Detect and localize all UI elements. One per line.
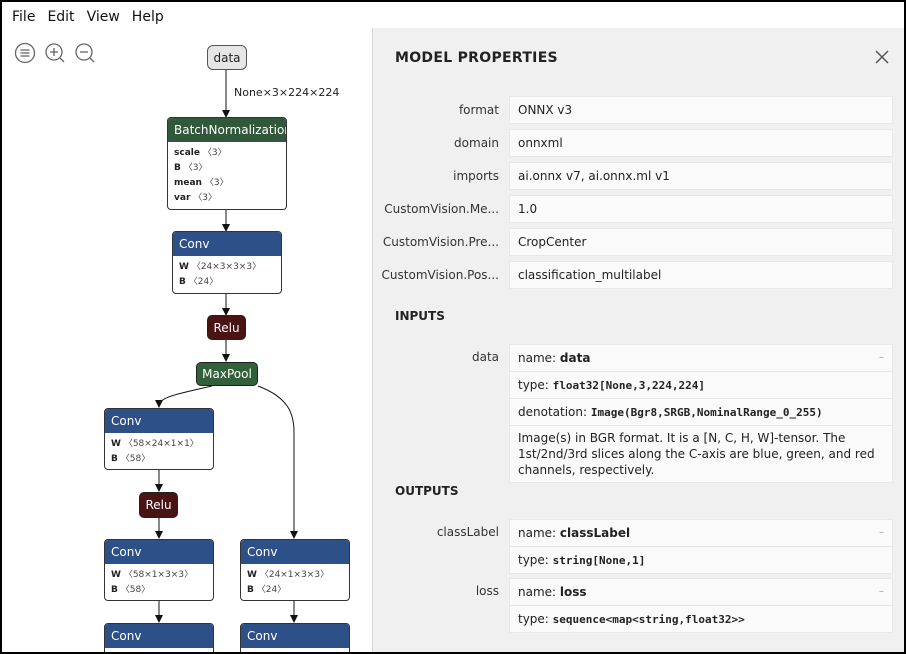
output-type-row: type: string[None,1] [518, 553, 646, 567]
graph-toolbar [14, 42, 96, 64]
op-label: Relu [145, 498, 172, 512]
input-name-row[interactable]: name: data– [510, 345, 892, 372]
menu-help[interactable]: Help [131, 9, 164, 25]
model-properties-panel: MODEL PROPERTIES format ONNX v3 domain o… [372, 28, 904, 652]
collapse-icon[interactable]: – [879, 352, 884, 363]
inputs-section-title: INPUTS [395, 309, 445, 323]
node-attr-row: B 〈58〉 [111, 585, 151, 595]
property-value: 1.0 [518, 202, 538, 216]
node-relu-2[interactable]: Relu [139, 492, 178, 518]
menu-edit[interactable]: Edit [47, 9, 75, 25]
menu-file[interactable]: File [12, 9, 36, 25]
node-attr-row: W 〈58×24×1×1〉 [111, 439, 199, 449]
node-title: Conv [105, 624, 213, 648]
property-value-box: CropCenter [509, 228, 893, 256]
collapse-icon[interactable]: – [879, 527, 884, 538]
node-conv-1[interactable]: Conv W 〈24×3×3×3〉 B 〈24〉 [172, 231, 282, 294]
input-node-label: data [213, 50, 241, 65]
output-name-row[interactable]: name: loss– [510, 579, 892, 606]
op-label: MaxPool [202, 367, 252, 381]
property-value: ai.onnx v7, ai.onnx.ml v1 [518, 169, 670, 183]
output-detail-box: name: classLabel– type: string[None,1] [509, 519, 893, 574]
node-title: Conv [105, 540, 213, 564]
panel-title: MODEL PROPERTIES [395, 50, 558, 66]
menu-bar: File Edit View Help [2, 2, 170, 32]
list-icon[interactable] [14, 42, 36, 64]
collapse-icon[interactable]: – [879, 586, 884, 597]
node-title: BatchNormalization [168, 118, 286, 142]
input-denotation-row: denotation: Image(Bgr8,SRGB,NominalRange… [510, 399, 892, 426]
input-type-row: type: float32[None,3,224,224] [510, 372, 892, 399]
property-label: imports [453, 169, 499, 183]
property-value-box: onnxml [509, 129, 893, 157]
graph-edges [155, 70, 298, 623]
output-type-row: type: sequence<map<string,float32>> [518, 612, 745, 626]
property-value: classification_multilabel [518, 268, 662, 282]
zoom-in-icon[interactable] [44, 42, 66, 64]
node-attr-row: B 〈24〉 [247, 585, 287, 595]
menu-view[interactable]: View [86, 9, 120, 25]
output-name-row[interactable]: name: classLabel– [510, 520, 892, 547]
property-label: domain [454, 136, 499, 150]
node-attr-row: mean 〈3〉 [174, 178, 229, 188]
node-attr-row: W 〈24×3×3×3〉 [179, 262, 262, 272]
node-attr-row: B 〈58〉 [111, 454, 151, 464]
output-label: loss [475, 584, 499, 598]
node-title: Conv [241, 540, 349, 564]
input-detail-box: name: data– type: float32[None,3,224,224… [509, 344, 893, 483]
node-maxpool[interactable]: MaxPool [196, 362, 258, 386]
node-conv-2[interactable]: Conv W 〈58×24×1×1〉 B 〈58〉 [104, 408, 214, 470]
node-attr-row: W 〈24×1×3×3〉 [247, 570, 330, 580]
property-label: format [458, 103, 499, 117]
node-attr-row: W 〈58×1×3×3〉 [111, 570, 194, 580]
property-value: onnxml [518, 136, 563, 150]
node-conv-5[interactable]: Conv [104, 623, 214, 652]
node-conv-6[interactable]: Conv [240, 623, 350, 652]
input-description: Image(s) in BGR format. It is a [N, C, H… [518, 431, 875, 477]
property-value-box: classification_multilabel [509, 261, 893, 289]
property-value: ONNX v3 [518, 103, 573, 117]
property-value-box: 1.0 [509, 195, 893, 223]
node-conv-4[interactable]: Conv W 〈24×1×3×3〉 B 〈24〉 [240, 539, 350, 601]
node-title: Conv [105, 409, 213, 433]
input-label: data [471, 350, 499, 364]
node-attr-row: B 〈3〉 [174, 163, 208, 173]
node-attr-row: B 〈24〉 [179, 277, 219, 287]
property-label: CustomVision.Pre... [382, 235, 499, 249]
node-attr-row: scale 〈3〉 [174, 148, 227, 158]
zoom-out-icon[interactable] [74, 42, 96, 64]
close-icon[interactable] [873, 48, 891, 66]
outputs-section-title: OUTPUTS [395, 484, 459, 498]
output-detail-box: name: loss– type: sequence<map<string,fl… [509, 578, 893, 633]
edge-pool-conv2 [155, 385, 213, 408]
output-label: classLabel [436, 525, 499, 539]
property-label: CustomVision.Pos... [381, 268, 499, 282]
graph-canvas[interactable]: data None×3×224×224 BatchNormalization s… [2, 2, 372, 652]
edge-shape-label: None×3×224×224 [234, 86, 340, 99]
node-attr-row: var 〈3〉 [174, 193, 217, 203]
property-label: CustomVision.Me... [384, 202, 499, 216]
node-conv-3[interactable]: Conv W 〈58×1×3×3〉 B 〈58〉 [104, 539, 214, 601]
node-relu-1[interactable]: Relu [207, 315, 246, 340]
property-value-box: ONNX v3 [509, 96, 893, 124]
property-value-box: ai.onnx v7, ai.onnx.ml v1 [509, 162, 893, 190]
op-label: Relu [213, 320, 240, 335]
input-node-data[interactable]: data [207, 45, 247, 70]
property-value: CropCenter [518, 235, 587, 249]
node-title: Conv [173, 232, 281, 256]
node-batchnormalization[interactable]: BatchNormalization scale 〈3〉 B 〈3〉 mean … [167, 117, 287, 210]
node-title: Conv [241, 624, 349, 648]
edge-pool-conv4 [257, 385, 298, 539]
